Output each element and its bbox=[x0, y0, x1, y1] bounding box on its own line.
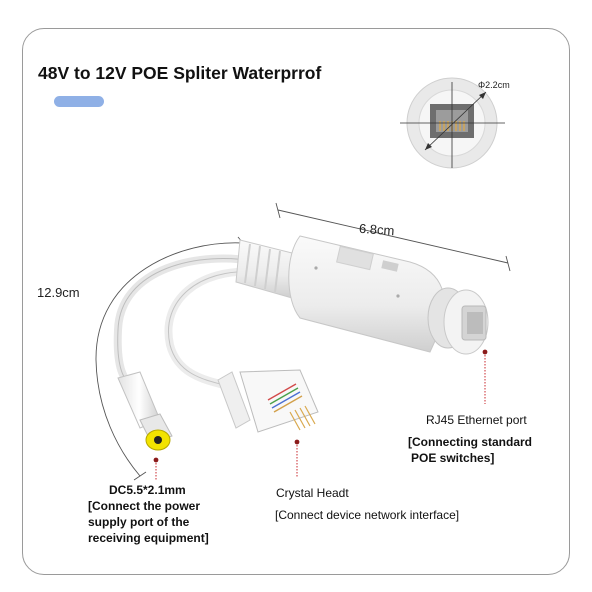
dc-label-desc-3: receiving equipment] bbox=[88, 531, 209, 545]
accent-bar bbox=[54, 96, 104, 107]
page-title: 48V to 12V POE Spliter Waterprrof bbox=[38, 63, 322, 83]
rj45-female-port bbox=[427, 287, 489, 355]
length-label: 12.9cm bbox=[37, 285, 80, 300]
leader-lines bbox=[155, 352, 486, 480]
dc-barrel-plug bbox=[117, 371, 173, 451]
diameter-label: Φ2.2cm bbox=[478, 80, 510, 90]
dc-label-desc-1: [Connect the power bbox=[88, 499, 201, 513]
strain-relief bbox=[235, 239, 301, 299]
rj45-port-dot bbox=[482, 349, 488, 355]
lan-cable bbox=[164, 267, 259, 390]
width-dimension-line bbox=[275, 202, 511, 272]
crystal-label-desc: [Connect device network interface] bbox=[275, 508, 460, 522]
dc-label-title: DC5.5*2.1mm bbox=[109, 483, 186, 497]
rj45-crystal-head bbox=[217, 369, 319, 433]
dc-plug-dot bbox=[153, 457, 159, 463]
rj45-label-desc-1: [Connecting standard bbox=[408, 435, 533, 449]
width-label: 6.8cm bbox=[358, 220, 395, 239]
length-dimension-arc bbox=[95, 242, 244, 477]
crystal-head-dot bbox=[294, 439, 300, 445]
port-cross-section bbox=[400, 77, 505, 169]
rj45-label-title: RJ45 Ethernet port bbox=[426, 413, 527, 427]
dc-label-desc-2: supply port of the bbox=[88, 515, 190, 529]
rj45-label-desc-2: POE switches] bbox=[411, 451, 495, 465]
crystal-label-title: Crystal Headt bbox=[276, 486, 349, 500]
